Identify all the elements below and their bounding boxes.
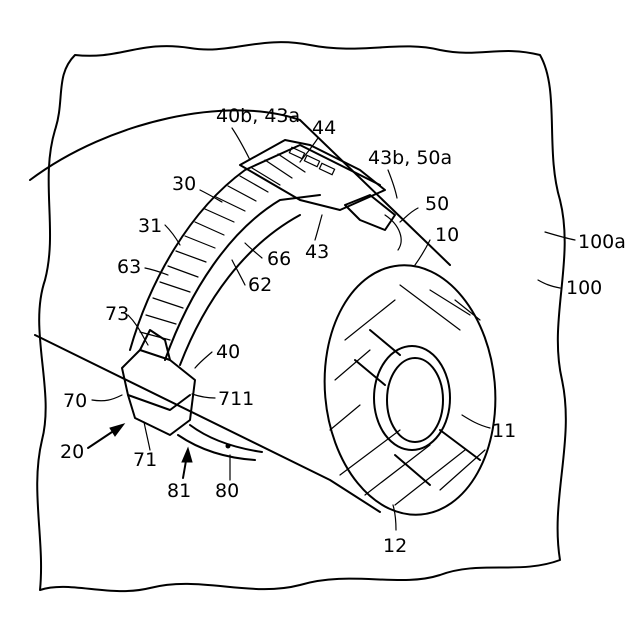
inner-bore-inner — [387, 358, 443, 442]
lower-connector-face — [128, 395, 190, 410]
label-80: 80 — [215, 480, 239, 502]
label-11: 11 — [492, 420, 516, 442]
strap-teeth — [140, 154, 305, 340]
label-100: 100 — [566, 277, 602, 299]
strap-inner-edge — [165, 195, 320, 360]
label-43b-50a: 43b, 50a — [368, 147, 452, 169]
label-30: 30 — [172, 173, 196, 195]
cylinder-top-edge — [30, 110, 450, 265]
side-clip-ring — [385, 215, 401, 250]
side-clip — [345, 195, 395, 230]
label-40b-43a: 40b, 43a — [216, 105, 300, 127]
label-70: 70 — [63, 390, 87, 412]
label-10: 10 — [435, 224, 459, 246]
inner-bore-outer — [374, 346, 450, 450]
label-711: 711 — [218, 388, 254, 410]
label-12: 12 — [383, 535, 407, 557]
lower-band-dot — [226, 444, 231, 449]
label-43: 43 — [305, 241, 329, 263]
label-100a: 100a — [578, 231, 626, 253]
label-31: 31 — [138, 215, 162, 237]
label-71: 71 — [133, 449, 157, 471]
label-44: 44 — [312, 117, 336, 139]
label-63: 63 — [117, 256, 141, 278]
cylinder-end-face — [314, 258, 505, 522]
label-20: 20 — [60, 441, 84, 463]
label-66: 66 — [267, 248, 291, 270]
label-62: 62 — [248, 274, 272, 296]
label-50: 50 — [425, 193, 449, 215]
label-40: 40 — [216, 341, 240, 363]
label-73: 73 — [105, 303, 129, 325]
end-face-hatching — [330, 285, 485, 505]
lower-connector-body — [122, 350, 195, 435]
label-81: 81 — [167, 480, 191, 502]
cylinder-bottom-edge — [35, 335, 380, 512]
